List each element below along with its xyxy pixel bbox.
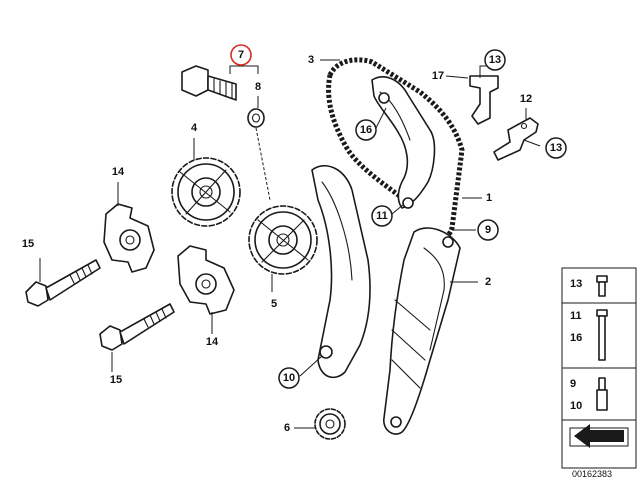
legend-label-10: 10 bbox=[570, 400, 582, 412]
callout-4: 4 bbox=[191, 122, 198, 134]
svg-text:4: 4 bbox=[191, 122, 198, 134]
svg-text:7: 7 bbox=[238, 49, 244, 61]
callout-5: 5 bbox=[271, 298, 277, 310]
legend-pin-icon bbox=[596, 377, 608, 411]
svg-text:13: 13 bbox=[489, 54, 501, 66]
callout-11: 11 bbox=[371, 205, 393, 227]
sensor-wheel-upper bbox=[103, 203, 155, 273]
long-bolt-upper bbox=[25, 259, 101, 307]
crankshaft-sprocket bbox=[314, 408, 346, 440]
tensioner-rail bbox=[311, 165, 371, 379]
callout-1: 1 bbox=[486, 192, 492, 204]
callout-14: 14 bbox=[112, 166, 125, 178]
svg-text:10: 10 bbox=[283, 372, 295, 384]
svg-text:2: 2 bbox=[485, 276, 491, 288]
callout-6: 6 bbox=[284, 422, 290, 434]
svg-text:15: 15 bbox=[22, 238, 34, 250]
callout-2: 2 bbox=[485, 276, 491, 288]
callout-10: 10 bbox=[278, 367, 300, 389]
callouts: 7 8 3 13 17 12 13 16 4 14 bbox=[22, 44, 567, 434]
bracket bbox=[469, 75, 499, 125]
legend-label-16: 16 bbox=[570, 332, 582, 344]
upper-guide-rail bbox=[371, 76, 436, 209]
callout-9: 9 bbox=[477, 219, 499, 241]
callout-12: 12 bbox=[520, 93, 532, 105]
svg-text:9: 9 bbox=[485, 224, 491, 236]
svg-text:15: 15 bbox=[110, 374, 122, 386]
callout-16: 16 bbox=[355, 119, 377, 141]
svg-text:5: 5 bbox=[271, 298, 277, 310]
callout-13: 13 bbox=[545, 137, 567, 159]
direction-arrow-icon bbox=[569, 424, 629, 448]
callout-15: 15 bbox=[110, 374, 122, 386]
legend-bolt-long-icon bbox=[596, 309, 608, 361]
callout-3: 3 bbox=[308, 54, 314, 66]
sensor-wheel-lower bbox=[177, 245, 235, 315]
callout-14: 14 bbox=[206, 336, 219, 348]
legend-bolt-short-icon bbox=[596, 275, 608, 297]
svg-text:16: 16 bbox=[360, 124, 372, 136]
legend-label-13: 13 bbox=[570, 278, 582, 290]
guide-rail bbox=[383, 227, 461, 435]
svg-text:3: 3 bbox=[308, 54, 314, 66]
diagram-code: 00162383 bbox=[572, 469, 612, 479]
camshaft-bolt bbox=[181, 65, 237, 101]
callout-8: 8 bbox=[255, 81, 261, 93]
svg-text:14: 14 bbox=[206, 336, 219, 348]
intake-vanos-sprocket bbox=[171, 157, 241, 227]
exhaust-vanos-sprocket bbox=[248, 205, 318, 275]
legend-label-11: 11 bbox=[570, 310, 582, 322]
long-bolt-lower bbox=[99, 303, 175, 351]
svg-text:13: 13 bbox=[550, 142, 562, 154]
bracket-plate bbox=[493, 117, 539, 161]
leader-lines bbox=[39, 59, 541, 429]
svg-text:8: 8 bbox=[255, 81, 261, 93]
washer bbox=[247, 108, 265, 128]
legend-box: 13 11 16 9 10 bbox=[561, 267, 637, 469]
callout-17: 17 bbox=[432, 70, 444, 82]
svg-text:11: 11 bbox=[376, 210, 388, 222]
legend-label-9: 9 bbox=[570, 378, 576, 390]
callout-15: 15 bbox=[22, 238, 34, 250]
svg-text:12: 12 bbox=[520, 93, 532, 105]
callout-13: 13 bbox=[484, 49, 506, 71]
svg-text:17: 17 bbox=[432, 70, 444, 82]
svg-text:14: 14 bbox=[112, 166, 125, 178]
svg-text:1: 1 bbox=[486, 192, 492, 204]
callout-7: 7 bbox=[230, 44, 252, 66]
svg-text:6: 6 bbox=[284, 422, 290, 434]
